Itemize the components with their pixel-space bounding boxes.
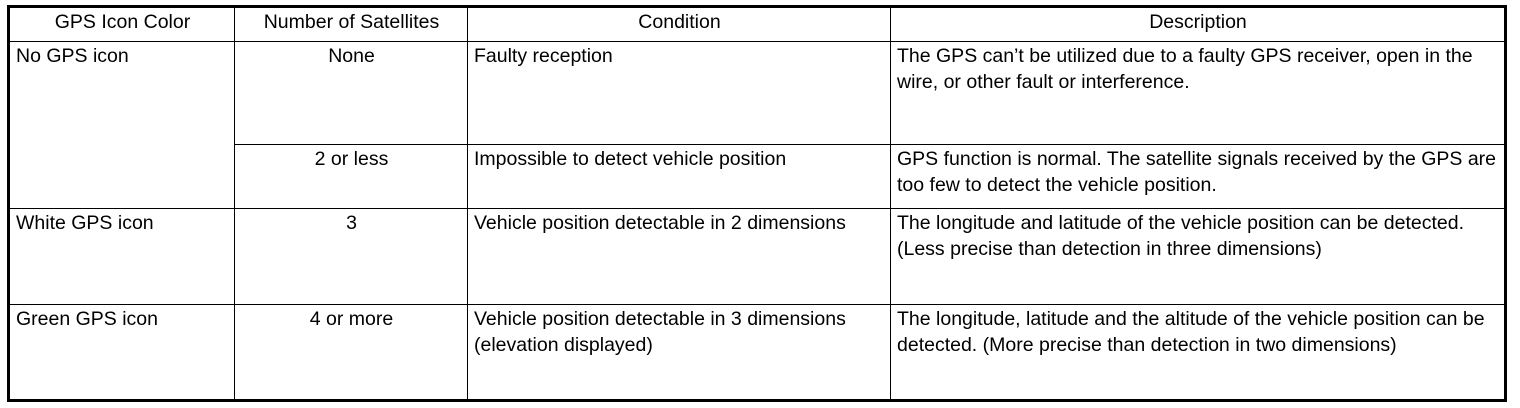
cell-condition: Faulty reception xyxy=(467,41,891,145)
table-body: No GPS icon None Faulty reception The GP… xyxy=(8,41,1506,401)
cell-satellites: 2 or less xyxy=(234,144,468,209)
table-row: No GPS icon None Faulty reception The GP… xyxy=(8,41,1506,209)
column-header-condition: Condition xyxy=(467,6,891,42)
cell-condition: Impossible to detect vehicle position xyxy=(467,144,891,209)
column-header-gps-icon-color: GPS Icon Color xyxy=(8,6,235,42)
column-header-number-of-satellites: Number of Satellites xyxy=(234,6,468,42)
table-row: 2 or less Impossible to detect vehicle p… xyxy=(9,144,1506,209)
table-row: White GPS icon 3 Vehicle position detect… xyxy=(8,208,1506,305)
cell-description: The longitude, latitude and the altitude… xyxy=(890,304,1506,401)
cell-condition: Vehicle position detectable in 3 dimensi… xyxy=(467,304,891,401)
gps-status-table: GPS Icon Color Number of Satellites Cond… xyxy=(7,5,1507,402)
table-row: Green GPS icon 4 or more Vehicle positio… xyxy=(8,304,1506,401)
cell-gps-icon-color: White GPS icon xyxy=(8,208,235,305)
cell-description: The longitude and latitude of the vehicl… xyxy=(890,208,1506,305)
cell-gps-icon-color: Green GPS icon xyxy=(8,304,235,401)
gps-status-table-container: GPS Icon Color Number of Satellites Cond… xyxy=(7,5,1507,402)
cell-satellites: 4 or more xyxy=(234,304,468,401)
table-header-row: GPS Icon Color Number of Satellites Cond… xyxy=(8,6,1506,42)
cell-gps-icon-color: No GPS icon xyxy=(8,41,235,209)
cell-satellites: 3 xyxy=(234,208,468,305)
cell-satellites: None xyxy=(234,41,468,145)
column-header-description: Description xyxy=(890,6,1506,42)
cell-description: The GPS can’t be utilized due to a fault… xyxy=(890,41,1506,145)
cell-description: GPS function is normal. The satellite si… xyxy=(890,144,1506,209)
cell-condition: Vehicle position detectable in 2 dimensi… xyxy=(467,208,891,305)
table-header: GPS Icon Color Number of Satellites Cond… xyxy=(8,6,1506,42)
